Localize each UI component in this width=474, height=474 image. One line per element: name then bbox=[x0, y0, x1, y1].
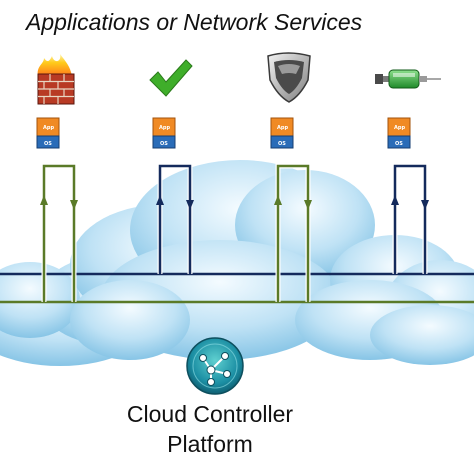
vm-app-label: App bbox=[43, 125, 54, 131]
vm-box-1: App OS bbox=[36, 117, 60, 149]
shield-icon bbox=[267, 52, 311, 103]
cloud-background bbox=[0, 160, 474, 366]
network-hub-icon bbox=[186, 337, 244, 395]
vm-os-label: OS bbox=[395, 141, 403, 147]
page-title: Applications or Network Services bbox=[24, 9, 363, 35]
service-2-path bbox=[156, 163, 194, 274]
vm-box-4: App OS bbox=[387, 117, 411, 149]
vm-app-label: App bbox=[277, 125, 288, 131]
vm-app-label: App bbox=[394, 125, 405, 131]
syringe-icon bbox=[375, 69, 441, 89]
vm-box-3: App OS bbox=[270, 117, 294, 149]
vm-box-2: App OS bbox=[152, 117, 176, 149]
platform-label-line2: Platform bbox=[167, 431, 253, 457]
platform-label-line1: Cloud Controller bbox=[127, 401, 294, 427]
vm-app-label: App bbox=[159, 125, 170, 131]
service-1-path bbox=[40, 163, 78, 302]
firewall-icon bbox=[37, 54, 75, 105]
vm-os-label: OS bbox=[160, 141, 168, 147]
service-3-path bbox=[274, 163, 312, 302]
checkmark-icon bbox=[149, 59, 193, 97]
vm-os-label: OS bbox=[44, 141, 52, 147]
service-4-path bbox=[391, 163, 429, 274]
vm-os-label: OS bbox=[278, 141, 286, 147]
